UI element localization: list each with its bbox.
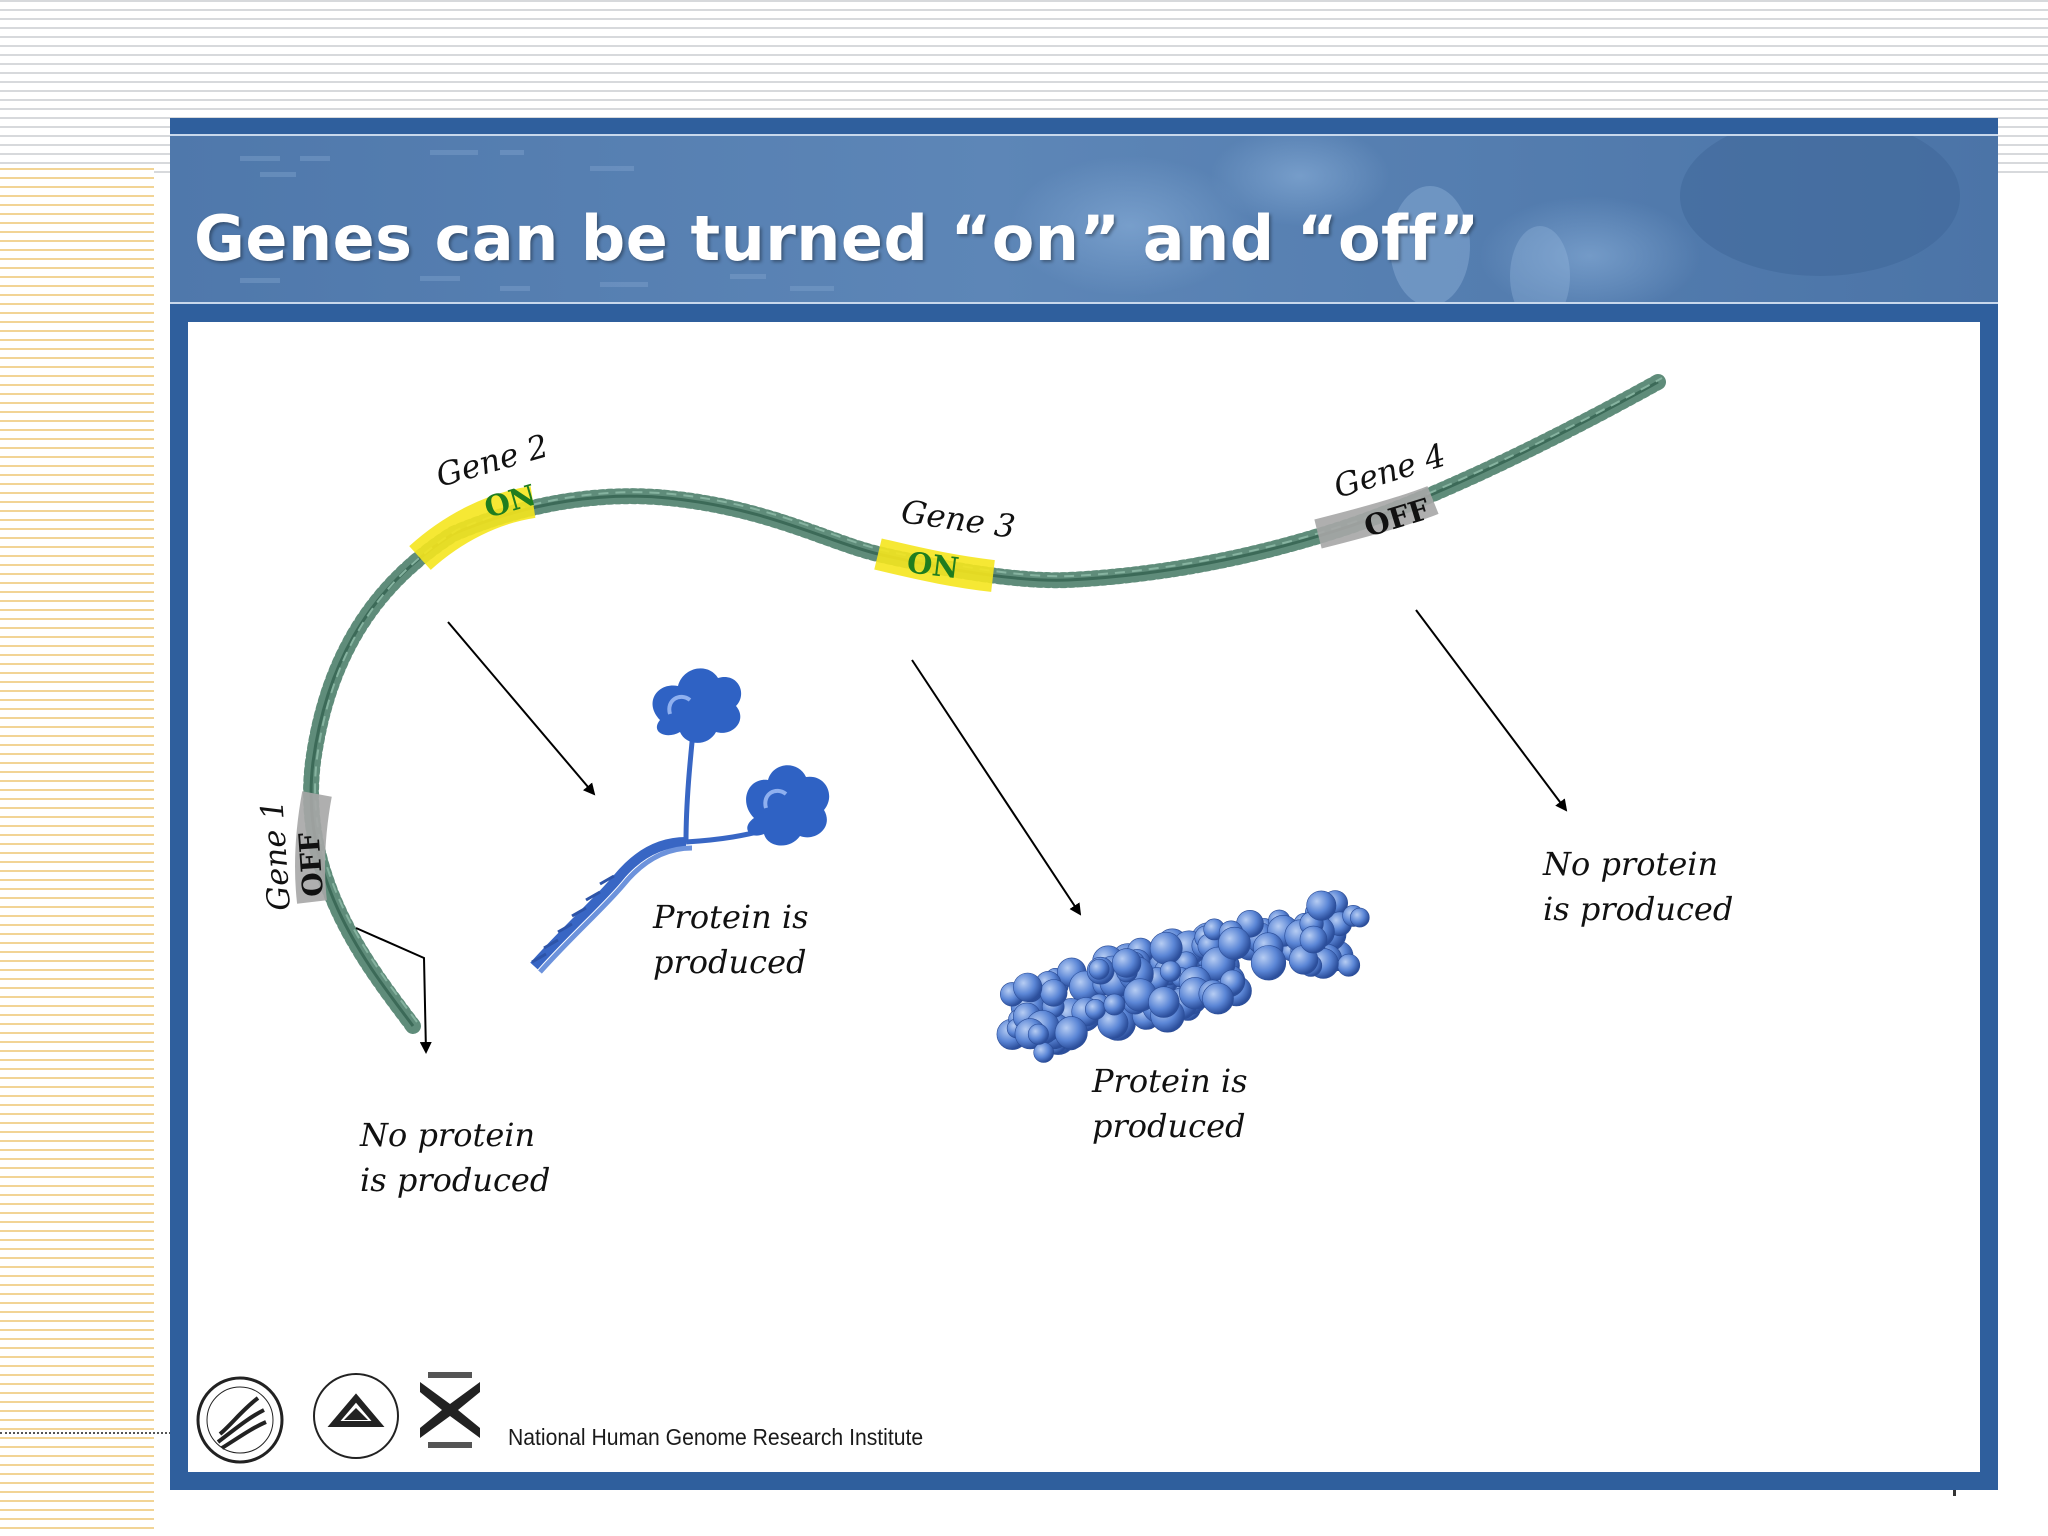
slide-header: Genes can be turned “on” and “off” <box>170 136 1998 302</box>
protein-2-caption-line2: produced <box>653 943 806 981</box>
slide-frame: Genes can be turned “on” and “off” <box>170 118 1998 1490</box>
protein-2-illustration <box>530 668 830 974</box>
header-rule-bottom <box>170 302 1998 304</box>
protein-atom <box>1299 925 1328 954</box>
protein-atom <box>1054 1016 1088 1050</box>
gene-3-label: Gene 3 <box>899 492 1018 546</box>
institute-name: National Human Genome Research Institute <box>508 1424 924 1450</box>
protein-atom <box>1103 993 1126 1016</box>
gene-4-state: OFF <box>1360 492 1434 544</box>
protein-atom <box>1033 1042 1055 1063</box>
header-texture <box>240 136 1960 302</box>
nih-seal-logo <box>313 1373 399 1459</box>
dna-strand <box>303 374 1666 1034</box>
protein-atom <box>1337 953 1361 977</box>
dotted-rule <box>0 1432 175 1434</box>
protein-atom <box>1111 948 1142 978</box>
gene-1-arrow <box>355 927 432 1054</box>
gene-expression-diagram: OFF Gene 1 ON Gene 2 ON Gene 3 OFF Gene … <box>196 374 1733 1464</box>
protein-atom <box>1149 931 1183 965</box>
protein-atom <box>1350 907 1370 928</box>
sidebar-stripes <box>0 168 154 1536</box>
protein-atom <box>1085 999 1106 1020</box>
gene-2-arrow <box>447 621 596 796</box>
gene-4-caption-line1: No protein <box>1542 845 1718 883</box>
gene-1-caption-line1: No protein <box>359 1116 535 1154</box>
hhs-seal-logo <box>196 1376 284 1464</box>
gene-4-arrow <box>1415 609 1568 812</box>
header-rule-top <box>170 134 1998 136</box>
gene-3-state: ON <box>905 545 961 585</box>
protein-3-illustration <box>996 890 1370 1063</box>
protein-atom <box>1027 1023 1049 1045</box>
protein-atom <box>1202 982 1234 1015</box>
protein-atom <box>1159 960 1182 982</box>
gene-3-arrow <box>911 659 1082 916</box>
gene-4-caption-line2: is produced <box>1543 890 1733 928</box>
expression-arrows <box>355 609 1568 1054</box>
protein-3-caption-line1: Protein is <box>1091 1062 1248 1100</box>
protein-atom <box>1148 986 1180 1018</box>
protein-atom <box>1218 926 1251 960</box>
protein-2-caption-line1: Protein is <box>652 898 809 936</box>
gene-1-label: Gene 1 <box>254 799 298 912</box>
gene-2-band: ON Gene 2 <box>409 427 553 570</box>
gene-1-caption-line2: is produced <box>360 1161 550 1199</box>
gene-1-band: OFF Gene 1 <box>254 791 332 912</box>
protein-atom <box>1306 890 1337 921</box>
protein-atom <box>1088 958 1110 980</box>
protein-atom <box>1039 979 1068 1007</box>
diagram-panel: OFF Gene 1 ON Gene 2 ON Gene 3 OFF Gene … <box>188 322 1980 1472</box>
nhgri-logo <box>420 1372 480 1448</box>
protein-3-caption-line2: produced <box>1092 1107 1245 1145</box>
gene-2-label: Gene 2 <box>432 427 553 495</box>
gene-1-state: OFF <box>293 831 330 897</box>
protein-atom <box>1250 945 1287 981</box>
protein-atom <box>1013 972 1043 1002</box>
slide-title: Genes can be turned “on” and “off” <box>194 202 1480 275</box>
